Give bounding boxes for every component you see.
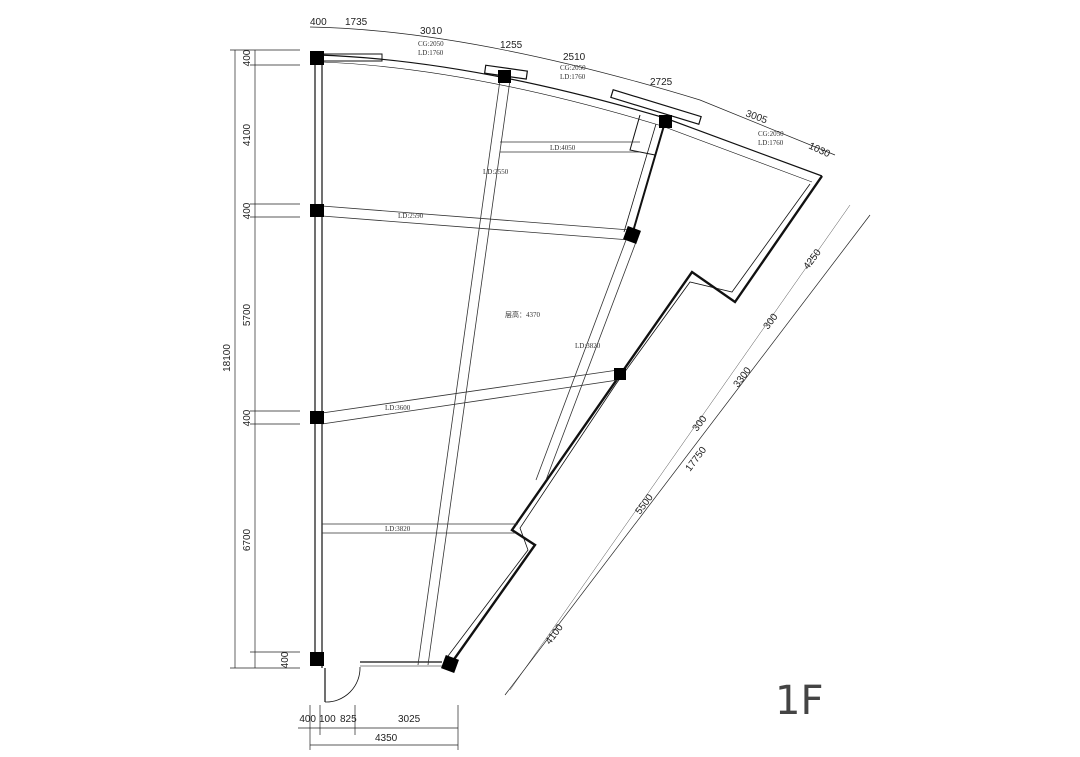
floor-label: 1F: [775, 678, 824, 724]
window-ld: LD:1760: [758, 139, 784, 147]
dim-label: 5500: [634, 492, 656, 517]
dim-total: 4350: [375, 733, 398, 744]
beam: [535, 239, 637, 481]
column: [310, 411, 324, 424]
top-wall-inner: [321, 61, 813, 183]
dim-label: 3005: [744, 108, 769, 126]
top-wall: [317, 54, 823, 177]
dimension-lines: [230, 26, 871, 750]
dim-label: 5700: [242, 303, 253, 326]
dim-label: 4250: [802, 247, 824, 272]
dim-label: 400: [242, 49, 253, 66]
beam: [321, 205, 631, 241]
bottom-dimension-labels: 400 100 825 3025 4350: [299, 714, 420, 744]
beam: [322, 523, 518, 534]
window-labels: CG:2050 LD:1760 CG:2050 LD:1760 CG:2050 …: [418, 40, 784, 147]
window-cg: CG:2050: [758, 130, 784, 138]
dim-label: 300: [691, 414, 710, 434]
dim-label: 400: [242, 409, 253, 426]
beam-label: LD:4050: [550, 144, 576, 152]
dim-total: 17750: [684, 445, 710, 474]
right-wall: [449, 175, 823, 666]
core-wall: [623, 123, 657, 233]
beam-labels: LD:4050 LD:2550 LD:2590 LD:3820 LD:3600 …: [385, 144, 601, 533]
beams: [321, 79, 640, 666]
column: [310, 652, 324, 666]
window-ld: LD:1760: [560, 73, 586, 81]
dim-label: 825: [340, 714, 357, 725]
dim-label: 3025: [398, 714, 421, 725]
dim-label: 400: [242, 202, 253, 219]
beam-label: LD:2590: [398, 212, 424, 220]
column: [310, 51, 324, 65]
window-cg: CG:2050: [560, 64, 586, 72]
left-dimension-labels: 400 4100 400 5700 400 6700 400 18100: [222, 49, 291, 668]
door-swing: [324, 666, 361, 703]
top-dimension-labels: 400 1735 3010 1255 2510 2725 3005 1030: [310, 17, 832, 160]
dim-label: 400: [280, 651, 291, 668]
dim-label: 1030: [807, 141, 832, 161]
dim-label: 100: [319, 714, 336, 725]
dim-label: 1735: [345, 17, 368, 28]
right-dimension-labels: 4250 300 3300 300 5500 4100 17750: [544, 247, 824, 647]
beam: [500, 141, 640, 153]
column: [623, 226, 641, 244]
dim-label: 2725: [650, 77, 673, 88]
beam-label: LD:3820: [385, 525, 411, 533]
dim-label: 3010: [420, 26, 443, 37]
columns: [310, 51, 672, 673]
beam-label: LD:3820: [575, 342, 601, 350]
beam-label: LD:3600: [385, 404, 411, 412]
column: [310, 204, 324, 217]
dim-label: 1255: [500, 40, 523, 51]
column: [441, 655, 459, 673]
right-wall-inner: [444, 183, 811, 661]
dim-label: 4100: [544, 622, 566, 647]
beam: [321, 369, 619, 425]
dim-label: 4100: [242, 123, 253, 146]
dim-label: 400: [310, 17, 327, 28]
column: [659, 115, 672, 128]
dim-label: 6700: [242, 528, 253, 551]
beam-label: LD:2550: [483, 168, 509, 176]
column: [614, 368, 626, 380]
dim-label: 400: [299, 714, 316, 725]
room-height-label: 层高：4370: [505, 310, 540, 319]
beam: [417, 79, 511, 666]
core-wall: [629, 114, 656, 156]
window-cg: CG:2050: [418, 40, 444, 48]
dim-label: 2510: [563, 52, 586, 63]
column: [498, 70, 511, 83]
window-ld: LD:1760: [418, 49, 444, 57]
dim-label: 300: [762, 312, 781, 332]
wall-segment: [610, 88, 702, 126]
core-wall: [631, 121, 666, 236]
dim-total: 18100: [222, 344, 233, 372]
